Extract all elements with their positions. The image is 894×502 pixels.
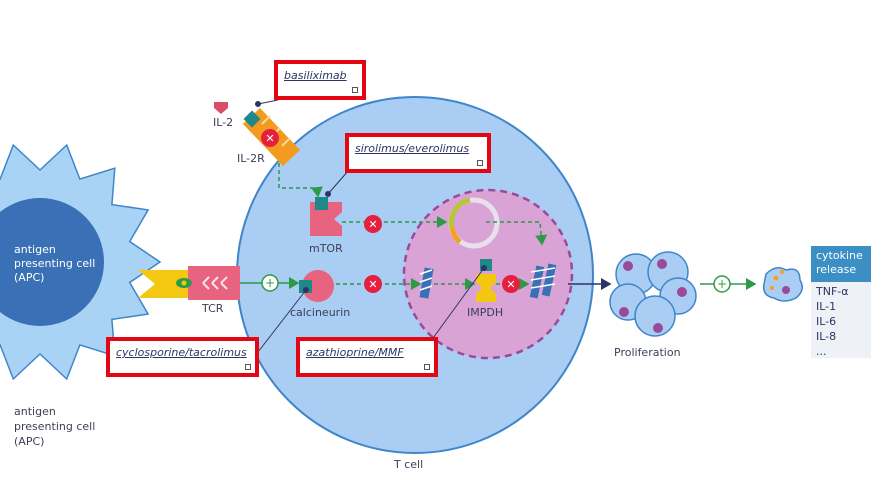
calcineurin-protein xyxy=(299,270,334,302)
dna-strand-2 xyxy=(529,263,557,299)
svg-text:+: + xyxy=(265,276,275,290)
block-icon: ✕ xyxy=(261,129,279,147)
apc-nucleus xyxy=(0,198,104,326)
cytokine-item: ... xyxy=(816,345,827,358)
calcineurin-label: calcineurin xyxy=(290,306,351,319)
il2-ligand xyxy=(214,102,228,114)
mtor-label: mTOR xyxy=(309,242,343,255)
resize-handle-icon[interactable] xyxy=(424,364,430,370)
svg-text:✕: ✕ xyxy=(265,132,274,145)
svg-text:✕: ✕ xyxy=(368,278,377,291)
cytokine-cell xyxy=(762,267,803,302)
block-icon: ✕ xyxy=(364,275,382,293)
tcell-label: T cell xyxy=(394,458,424,471)
drug-basiliximab[interactable]: basiliximab xyxy=(274,60,366,100)
mtor-protein xyxy=(310,197,342,236)
cytokine-release-box: cytokine release TNF-α IL-1 IL-6 IL-8 ..… xyxy=(811,246,871,358)
proliferation-label: Proliferation xyxy=(614,346,681,359)
resize-handle-icon[interactable] xyxy=(245,364,251,370)
cytokine-item: IL-8 xyxy=(816,330,837,343)
cytokine-list: TNF-α IL-1 IL-6 IL-8 ... xyxy=(811,282,871,358)
drug-sirolimus-label: sirolimus/everolimus xyxy=(355,142,470,155)
apc-inner-label: antigen presenting cell (APC) xyxy=(14,243,96,284)
block-markers: ✕ ✕ ✕ ✕ xyxy=(261,129,520,293)
svg-text:+: + xyxy=(717,277,727,291)
resize-handle-icon[interactable] xyxy=(477,160,483,166)
drug-azathioprine[interactable]: azathioprine/MMF xyxy=(296,337,438,377)
dna-strand-1 xyxy=(419,267,434,299)
apc-outer-label: antigen presenting cell (APC) xyxy=(14,405,96,448)
resize-handle-icon[interactable] xyxy=(352,87,358,93)
tcr-label: TCR xyxy=(202,302,224,315)
il2r-label: IL-2R xyxy=(237,152,265,165)
block-icon: ✕ xyxy=(364,215,382,233)
drug-azathioprine-label: azathioprine/MMF xyxy=(306,346,404,359)
drug-connectors xyxy=(255,99,487,353)
drug-cyclosporine-label: cyclosporine/tacrolimus xyxy=(116,346,247,359)
drug-sirolimus[interactable]: sirolimus/everolimus xyxy=(345,133,491,173)
block-icon: ✕ xyxy=(502,275,520,293)
tcr-receptor xyxy=(138,266,240,300)
activate-marker: + xyxy=(261,274,279,292)
cytokine-item: TNF-α xyxy=(816,285,849,298)
drug-cyclosporine[interactable]: cyclosporine/tacrolimus xyxy=(106,337,259,377)
il2-label: IL-2 xyxy=(213,116,234,129)
drug-basiliximab-label: basiliximab xyxy=(284,69,347,82)
cell-cycle-ring xyxy=(448,197,500,249)
impdh-label: IMPDH xyxy=(467,306,504,319)
svg-text:✕: ✕ xyxy=(368,218,377,231)
proliferating-nuclei xyxy=(619,259,687,333)
cytokine-release-title: cytokine release xyxy=(811,246,871,282)
svg-text:✕: ✕ xyxy=(506,278,515,291)
cytokine-item: IL-1 xyxy=(816,300,837,313)
cytokine-item: IL-6 xyxy=(816,315,837,328)
activate-marker-2: + xyxy=(713,275,731,293)
